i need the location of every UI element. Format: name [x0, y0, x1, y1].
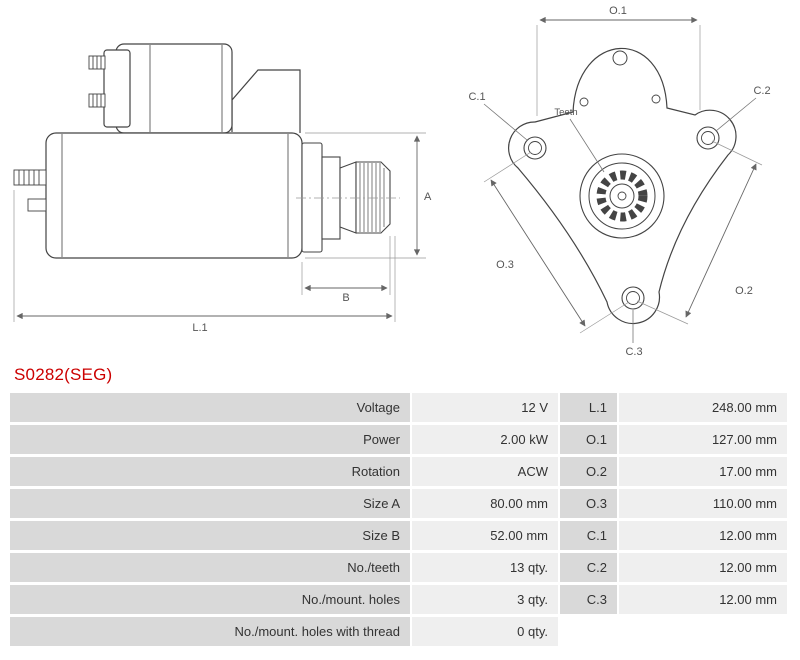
field-terminal — [13, 169, 47, 212]
spec-value: 80.00 mm — [412, 489, 558, 518]
spec-value: ACW — [412, 457, 558, 486]
c3-label: C.3 — [625, 346, 642, 358]
dim-code: L.1 — [560, 393, 617, 422]
solenoid-cap — [103, 49, 131, 128]
dimension-o3-label: O.3 — [496, 259, 514, 271]
spec-property: Size A — [10, 489, 410, 518]
dimension-l1-label: L.1 — [192, 322, 207, 334]
mounting-holes — [523, 126, 720, 310]
spec-value: 52.00 mm — [412, 521, 558, 550]
dim-code: O.1 — [560, 425, 617, 454]
spec-property: Size B — [10, 521, 410, 550]
dimension-b: B — [301, 236, 391, 304]
spec-value: 13 qty. — [412, 553, 558, 582]
hole-callout-c3: C.3 — [625, 310, 643, 358]
dimension-l1: L.1 — [13, 190, 396, 334]
dim-code: C.1 — [560, 521, 617, 550]
dim-value: 248.00 mm — [619, 393, 787, 422]
c2-label: C.2 — [753, 85, 770, 97]
technical-drawings: A B L.1 — [13, 5, 771, 358]
dimension-o1: O.1 — [536, 5, 701, 116]
spec-value: 0 qty. — [412, 617, 558, 646]
dimension-o3: O.3 — [483, 151, 630, 334]
dim-value: 12.00 mm — [619, 553, 787, 582]
dim-code: C.3 — [560, 585, 617, 614]
hole-callout-c1: C.1 — [468, 91, 528, 141]
dim-value: 17.00 mm — [619, 457, 787, 486]
dim-value: 12.00 mm — [619, 585, 787, 614]
part-number: S0282(SEG) — [14, 365, 113, 384]
spec-property: Rotation — [10, 457, 410, 486]
dim-value: 127.00 mm — [619, 425, 787, 454]
spec-property: No./mount. holes with thread — [10, 617, 410, 646]
gear-teeth-ring — [596, 170, 648, 222]
pinion-splines — [359, 163, 385, 232]
spec-property: Voltage — [10, 393, 410, 422]
dimension-b-label: B — [342, 292, 349, 304]
dimension-o1-label: O.1 — [609, 5, 627, 17]
dome-top-hole — [612, 50, 628, 66]
drive-housing — [231, 69, 301, 133]
solenoid-terminals — [88, 55, 106, 108]
dim-value: 110.00 mm — [619, 489, 787, 518]
c1-label: C.1 — [468, 91, 485, 103]
starter-front-view-drawing: Teeth O.1 O.3 O.2 C.1 — [468, 5, 770, 358]
teeth-label: Teeth — [554, 107, 577, 118]
dimension-o2-label: O.2 — [735, 285, 753, 297]
dim-value: 12.00 mm — [619, 521, 787, 550]
spec-value: 3 qty. — [412, 585, 558, 614]
spec-property: Power — [10, 425, 410, 454]
dim-code: O.2 — [560, 457, 617, 486]
dim-value — [619, 617, 787, 646]
spline-hub — [579, 153, 665, 239]
dimension-o2: O.2 — [636, 140, 763, 325]
spec-table: Voltage 12 V L.1 248.00 mm Power 2.00 kW… — [10, 393, 787, 646]
teeth-callout: Teeth — [554, 107, 605, 173]
starter-side-view-drawing: A B L.1 — [13, 43, 432, 334]
dim-code — [560, 617, 617, 646]
spec-value: 12 V — [412, 393, 558, 422]
pinion-gear — [355, 161, 391, 234]
dim-code: C.2 — [560, 553, 617, 582]
spec-property: No./teeth — [10, 553, 410, 582]
solenoid — [115, 43, 233, 134]
motor-body — [45, 132, 303, 259]
hole-callout-c2: C.2 — [715, 85, 771, 132]
dim-code: O.3 — [560, 489, 617, 518]
dimension-a-label: A — [424, 191, 432, 203]
spec-property: No./mount. holes — [10, 585, 410, 614]
dimension-a: A — [305, 132, 432, 259]
mounting-flange — [508, 47, 737, 325]
spec-value: 2.00 kW — [412, 425, 558, 454]
